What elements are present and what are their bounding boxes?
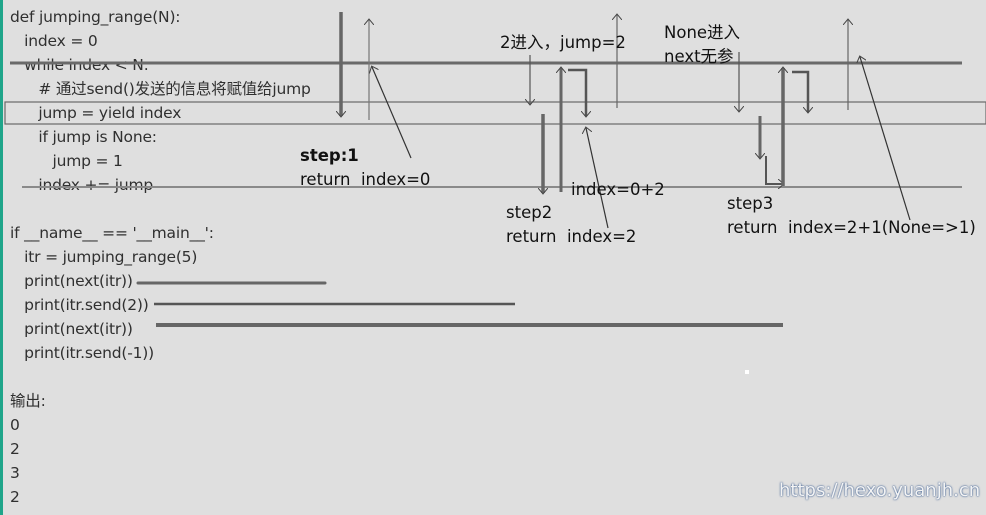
step3-loop-arrow xyxy=(792,70,808,112)
stray-dot xyxy=(745,370,749,374)
step3-next-label: next无参 xyxy=(664,47,734,66)
code-line: index += jump xyxy=(10,176,154,194)
step3-pointer xyxy=(860,57,911,221)
step2-pointer xyxy=(586,128,609,229)
code-line: jump = 1 xyxy=(10,152,123,170)
step2-title: step2 xyxy=(506,203,553,222)
yield-line-box xyxy=(4,101,986,125)
code-line: 3 xyxy=(10,464,20,482)
code-line: 2 xyxy=(10,488,20,506)
step1-return: return index=0 xyxy=(300,170,431,189)
code-line: print(itr.send(-1)) xyxy=(10,344,154,362)
step3-return: return index=2+1(None=>1) xyxy=(727,218,976,237)
code-line: itr = jumping_range(5) xyxy=(10,248,198,266)
code-line: 0 xyxy=(10,416,20,434)
code-line: 输出: xyxy=(10,392,46,410)
code-line: def jumping_range(N): xyxy=(10,8,181,26)
step3-title: step3 xyxy=(727,194,774,213)
step2-index: index=0+2 xyxy=(571,180,665,199)
code-line: if __name__ == '__main__': xyxy=(10,224,214,242)
code-line: index = 0 xyxy=(10,32,98,50)
code-line: # 通过send()发送的信息将赋值给jump xyxy=(10,80,311,98)
step1-pointer xyxy=(372,67,412,159)
step2-loop-arrow xyxy=(568,68,586,116)
watermark: https://hexo.yuanjh.cn xyxy=(779,480,981,501)
step1-title: step:1 xyxy=(300,146,359,165)
step3-none-label: None进入 xyxy=(664,23,741,42)
step2-label: 2进入，jump=2 xyxy=(500,33,626,52)
code-line: jump = yield index xyxy=(10,104,182,122)
code-line: 2 xyxy=(10,440,20,458)
code-line: print(itr.send(2)) xyxy=(10,296,149,314)
code-line: if jump is None: xyxy=(10,128,157,146)
code-line: print(next(itr)) xyxy=(10,320,133,338)
left-accent-bar xyxy=(0,0,3,515)
step2-return: return index=2 xyxy=(506,227,637,246)
code-line: print(next(itr)) xyxy=(10,272,133,290)
step3-step-arrow xyxy=(765,156,783,184)
code-line: while index < N: xyxy=(10,56,149,74)
